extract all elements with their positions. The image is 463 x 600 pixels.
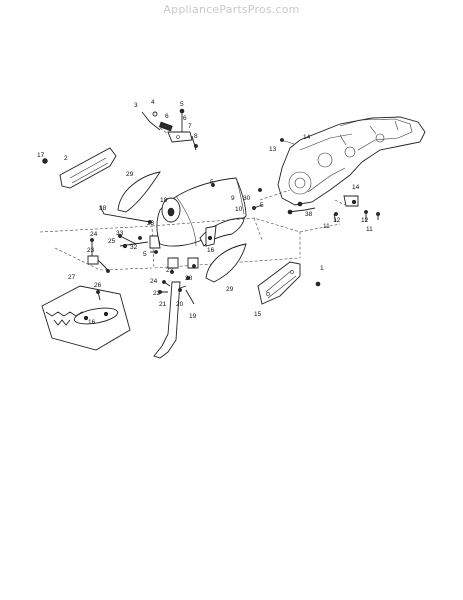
callout-15: 15: [254, 311, 262, 318]
callout-12: 12: [333, 217, 341, 224]
left-footrest: [42, 147, 117, 189]
callout-23: 23: [87, 247, 95, 254]
callout-19: 19: [189, 313, 197, 320]
callout-11b: 11: [366, 226, 373, 233]
lower-left-hardware: [87, 234, 179, 274]
right-bracket: [279, 138, 380, 223]
drag-bar-plate: [41, 285, 131, 351]
callout-23c: 23: [166, 267, 174, 274]
callout-5d: 5: [143, 251, 147, 258]
watermark-text: AppliancePartsPros.com: [163, 3, 300, 16]
callout-12b: 12: [361, 217, 369, 224]
callout-32: 32: [130, 244, 138, 251]
callout-25: 25: [108, 238, 116, 245]
callout-18: 18: [160, 197, 168, 204]
callout-38: 38: [305, 211, 313, 218]
callout-10: 10: [235, 206, 243, 213]
callout-14: 14: [303, 134, 311, 141]
depth-rod: [99, 205, 152, 224]
left-shield: [117, 171, 161, 213]
callout-9: 9: [231, 195, 235, 202]
callout-24: 24: [90, 231, 98, 238]
right-footrest: [257, 261, 321, 305]
callout-38b: 38: [185, 275, 193, 282]
callout-5b: 5: [210, 179, 214, 186]
callout-22: 22: [153, 290, 161, 297]
upper-hardware: [141, 108, 198, 151]
callout-6b: 6: [183, 115, 187, 122]
callout-5c: 5: [260, 202, 264, 209]
center-bracket: [187, 225, 217, 269]
callout-13: 13: [269, 146, 277, 153]
right-shield: [205, 243, 247, 283]
callout-16b: 16: [88, 319, 96, 326]
callout-7: 7: [188, 123, 192, 130]
callout-30: 30: [243, 195, 251, 202]
callout-5: 5: [180, 101, 184, 108]
callout-1: 1: [320, 265, 324, 272]
callout-2: 2: [64, 155, 68, 162]
callout-20: 20: [176, 301, 184, 308]
callout-27: 27: [68, 274, 76, 281]
callout-24b: 24: [150, 278, 158, 285]
callout-6: 6: [165, 113, 169, 120]
callout-33: 33: [116, 230, 124, 237]
callout-23b: 23: [147, 220, 155, 227]
tine-hood: [156, 177, 263, 247]
callout-8: 8: [194, 133, 198, 140]
callout-17: 17: [37, 152, 45, 159]
callout-29b: 29: [226, 286, 234, 293]
callout-21: 21: [159, 301, 167, 308]
callout-26: 26: [94, 282, 102, 289]
callout-4: 4: [151, 99, 155, 106]
callout-14b: 14: [352, 184, 360, 191]
callout-labels: 3 4 5 6 7 8 6 14 13 17 2 29 5 9 30 18 28…: [37, 99, 373, 326]
transmission-housing: [259, 116, 426, 206]
callout-28: 28: [99, 205, 107, 212]
callout-3: 3: [134, 102, 138, 109]
callout-29: 29: [126, 171, 134, 178]
callout-16: 16: [207, 247, 215, 254]
callout-11: 11: [323, 223, 330, 230]
